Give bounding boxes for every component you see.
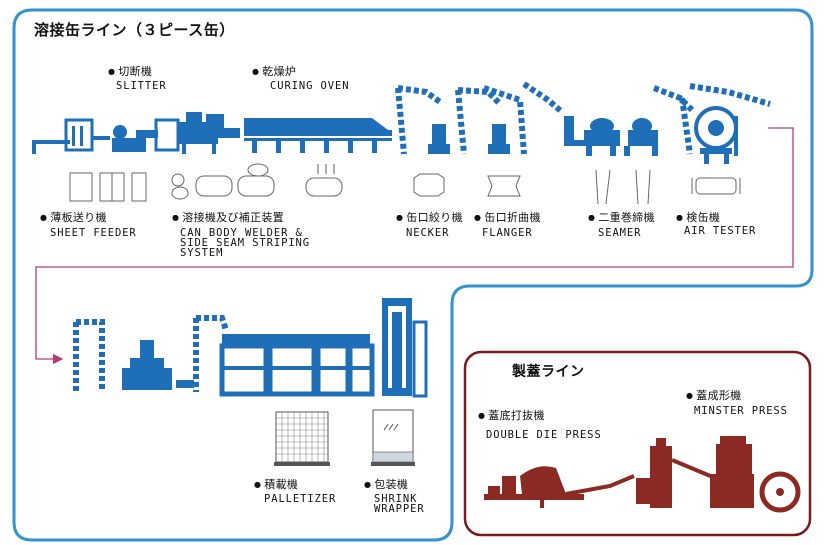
welder-label-jp: 溶接機及び補正装置 xyxy=(172,212,284,224)
minster-press-label-jp: 蓋成形機 xyxy=(686,390,741,402)
flanger-label-en: FLANGER xyxy=(482,227,533,239)
wrapped-pallet-icon xyxy=(371,409,415,466)
welder-label-en-2: SIDE SEAM STRIPING xyxy=(180,237,310,249)
part-icons xyxy=(69,163,741,205)
seamer-label-en: SEAMER xyxy=(598,227,642,239)
can-line-border xyxy=(12,8,814,542)
curing-oven-label-en: CURING OVEN xyxy=(270,80,350,92)
welder-label-en-3: SYSTEM xyxy=(180,247,224,259)
palletizer-label-en: PALLETIZER xyxy=(264,493,337,505)
sheet-feeder-label-jp: 薄板送り機 xyxy=(40,212,107,224)
pallet-icon xyxy=(274,411,330,466)
necker-label-jp: 缶口絞り機 xyxy=(396,212,463,224)
double-die-press-label-jp: 蓋底打抜機 xyxy=(478,410,545,422)
minster-press-label-en: MINSTER PRESS xyxy=(694,405,788,417)
slitter-label-jp: 切断機 xyxy=(108,66,152,78)
necker-label-en: NECKER xyxy=(406,227,450,239)
double-die-press-label-en: DOUBLE DIE PRESS xyxy=(486,429,602,441)
wrapper-label-en-1: SHRINK xyxy=(374,493,418,505)
flanger-label-jp: 缶口折曲機 xyxy=(474,212,541,224)
palletizer-label-jp: 積載機 xyxy=(254,479,298,491)
curing-oven-label-jp: 乾燥炉 xyxy=(252,66,296,78)
lid-line-machines xyxy=(484,436,801,513)
top-line-machines xyxy=(32,81,771,164)
can-line-title: 溶接缶ライン（３ピース缶） xyxy=(34,21,235,39)
slitter-label-en: SLITTER xyxy=(116,80,167,92)
lid-line-title: 製蓋ライン xyxy=(512,364,585,380)
air-tester-label-en: AIR TESTER xyxy=(684,225,757,237)
bottom-line-machines xyxy=(73,298,428,398)
wrapper-label-jp: 包装機 xyxy=(364,479,408,491)
lid-line-border xyxy=(463,350,812,537)
wrapper-label-en-2: WRAPPER xyxy=(374,503,425,515)
welder-label-en-1: CAN BODY WELDER & xyxy=(180,227,303,239)
air-tester-label-jp: 検缶機 xyxy=(676,212,720,224)
sheet-feeder-label-en: SHEET FEEDER xyxy=(50,227,137,239)
flow-arrow xyxy=(35,127,794,365)
seamer-label-jp: 二重巻締機 xyxy=(588,212,655,224)
